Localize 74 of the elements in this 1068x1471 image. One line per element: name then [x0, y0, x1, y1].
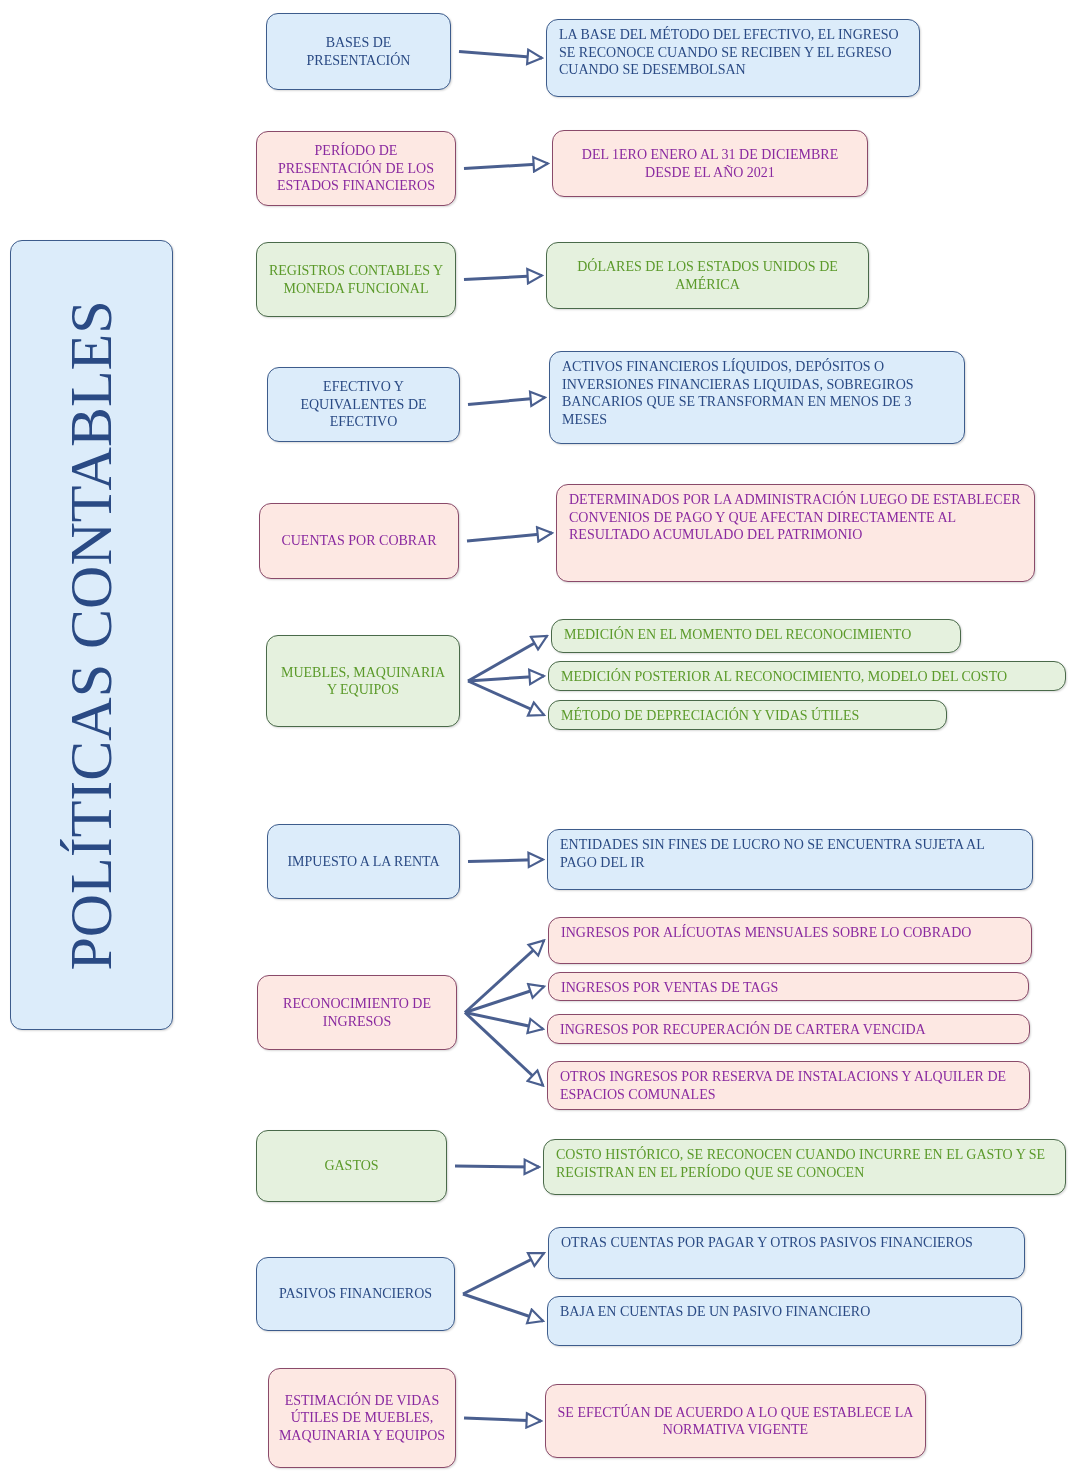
vertical-title: POLÍTICAS CONTABLES: [57, 299, 125, 971]
box-text: INGRESOS POR VENTAS DE TAGS: [561, 979, 779, 997]
text-box: [259, 503, 459, 579]
text-box: [547, 1061, 1030, 1110]
box-text: COSTO HISTÓRICO, SE RECONOCEN CUANDO INCURRE EN EL GASTO Y SE REGISTRAN EN EL PERÍODO QUE SE CONOCEN: [556, 1146, 1047, 1181]
text-box: [267, 367, 460, 442]
text-box: [547, 1296, 1022, 1346]
text-box: [256, 131, 456, 206]
box-text: MEDICIÓN EN EL MOMENTO DEL RECONOCIMIENTO: [564, 626, 912, 644]
text-box: [549, 351, 965, 444]
box-text: INGRESOS POR ALÍCUOTAS MENSUALES SOBRE LO COBRADO: [561, 924, 972, 942]
text-box: [256, 242, 456, 317]
text-box: [266, 635, 460, 727]
box-text: REGISTROS CONTABLES Y MONEDA FUNCIONAL: [267, 262, 445, 297]
arrow: [463, 156, 550, 173]
text-box: [551, 619, 961, 653]
box-text: IMPUESTO A LA RENTA: [287, 852, 440, 871]
arrow: [464, 983, 546, 1014]
box-text: CUENTAS POR COBRAR: [281, 532, 437, 550]
box-text: INGRESOS POR RECUPERACIÓN DE CARTERA VENCIDA: [560, 1021, 926, 1039]
arrow: [462, 1251, 546, 1296]
box-text: OTRAS CUENTAS POR PAGAR Y OTROS PASIVOS FINANCIEROS: [561, 1234, 973, 1252]
arrow: [463, 1011, 545, 1087]
box-text: MÉTODO DE DEPRECIACIÓN Y VIDAS ÚTILES: [561, 707, 860, 725]
arrow: [455, 1158, 541, 1176]
text-box: [257, 975, 457, 1050]
box-text: ESTIMACIÓN DE VIDAS ÚTILES DE MUEBLES, MAQUINARIA Y EQUIPOS: [277, 1391, 447, 1445]
box-text: GASTOS: [324, 1157, 379, 1175]
box-text: SE EFECTÚAN DE ACUERDO A LO QUE ESTABLECE LA NORMATIVA VIGENTE: [556, 1403, 915, 1439]
arrow: [467, 851, 545, 869]
text-box: [546, 19, 920, 97]
box-text: BAJA EN CUENTAS DE UN PASIVO FINANCIERO: [560, 1303, 871, 1321]
arrow: [462, 1292, 545, 1325]
box-text: OTROS INGRESOS POR RESERVA DE INSTALACIONS Y ALQUILER DE ESPACIOS COMUNALES: [560, 1068, 1008, 1103]
text-box: [268, 1368, 456, 1468]
arrow: [458, 48, 544, 66]
text-box: [548, 661, 1066, 691]
arrow: [467, 679, 546, 717]
text-box: [256, 1257, 455, 1331]
arrow: [464, 939, 546, 1014]
box-text: DÓLARES DE LOS ESTADOS UNIDOS DE AMÉRICA: [576, 258, 839, 293]
box-text: DEL 1ERO ENERO AL 31 DE DICIEMBRE DESDE EL AÑO 2021: [580, 146, 840, 181]
box-text: EFECTIVO Y EQUIVALENTES DE EFECTIVO: [299, 378, 428, 431]
text-box: [267, 824, 460, 899]
box-text: DETERMINADOS POR LA ADMINISTRACIÓN LUEGO DE ESTABLECER CONVENIOS DE PAGO Y QUE AFECTAN DIRECTAMENTE AL RESULTADO ACUMULADO DEL PATRIMONIO: [569, 491, 1022, 544]
title-box: [10, 240, 173, 1030]
text-box: [552, 130, 868, 197]
arrow: [466, 526, 554, 543]
text-box: [546, 242, 869, 309]
arrow: [467, 668, 546, 686]
box-text: PASIVOS FINANCIEROS: [278, 1285, 433, 1303]
text-box: [543, 1139, 1066, 1195]
text-box: [548, 700, 947, 730]
arrow: [464, 1011, 545, 1035]
arrow: [463, 267, 544, 285]
text-box: [548, 1227, 1025, 1279]
text-box: [547, 1014, 1030, 1044]
text-box: [266, 13, 451, 90]
box-text: PERÍODO DE PRESENTACIÓN DE LOS ESTADOS FINANCIEROS: [276, 142, 436, 195]
box-text: LA BASE DEL MÉTODO DEL EFECTIVO, EL INGRESO SE RECONOCE CUANDO SE RECIBEN Y EL EGRESO CUANDO SE DESEMBOLSAN: [559, 26, 900, 79]
box-text: MUEBLES, MAQUINARIA Y EQUIPOS: [279, 663, 447, 699]
arrow: [463, 1412, 543, 1429]
text-box: [547, 829, 1033, 890]
text-box: [545, 1384, 926, 1458]
box-text: ACTIVOS FINANCIEROS LÍQUIDOS, DEPÓSITOS O INVERSIONES FINANCIERAS LIQUIDAS, SOBREGIROS BANCARIOS QUE SE TRANSFORMAN EN MENOS DE 3 MESES: [562, 358, 915, 428]
box-text: MEDICIÓN POSTERIOR AL RECONOCIMIENTO, MODELO DEL COSTO: [561, 668, 1008, 686]
box-text: RECONOCIMIENTO DE INGRESOS: [282, 995, 432, 1030]
arrow: [467, 390, 547, 408]
text-box: [556, 484, 1035, 582]
text-box: [548, 972, 1029, 1001]
box-text: ENTIDADES SIN FINES DE LUCRO NO SE ENCUENTRA SUJETA AL PAGO DEL IR: [560, 836, 986, 871]
text-box: [548, 917, 1032, 964]
text-box: [256, 1130, 447, 1202]
box-text: BASES DE PRESENTACIÓN: [305, 34, 412, 69]
